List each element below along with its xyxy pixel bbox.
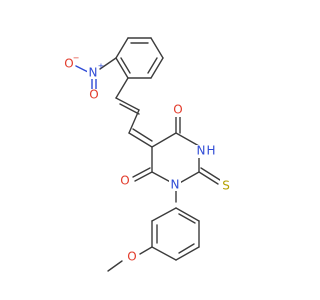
carbonyl-oxygen-left-label: O (120, 174, 129, 188)
atom-labels: N + O − O O O N H S N O (63, 54, 232, 264)
ring-nitrogen-label: N (171, 178, 180, 192)
methoxy-oxygen-label: O (127, 250, 136, 264)
nitro-group (75, 57, 117, 90)
methoxyphenyl-ring (151, 207, 200, 261)
nitro-nitrogen-label: N (89, 66, 98, 80)
nitro-oxygen-label-1: O (64, 57, 73, 71)
nh-nitrogen-label: N (197, 144, 206, 158)
molecule-structure: N + O − O O O N H S N O (63, 37, 232, 272)
thione-bond (198, 167, 221, 185)
nitrophenyl-ring (115, 37, 164, 79)
alkene-chain (115, 77, 153, 148)
thione-sulfur-label: S (222, 179, 230, 193)
methoxy-group (107, 246, 153, 272)
carbonyl-oxygen-top-label: O (173, 103, 182, 117)
nitro-oxygen-label-2: O (89, 88, 98, 102)
carbonyl-top (175, 115, 181, 134)
nh-hydrogen-label: H (206, 144, 215, 158)
nitro-minus-charge: − (73, 54, 80, 63)
carbonyl-left (132, 167, 153, 182)
nitro-plus-charge: + (98, 62, 105, 71)
